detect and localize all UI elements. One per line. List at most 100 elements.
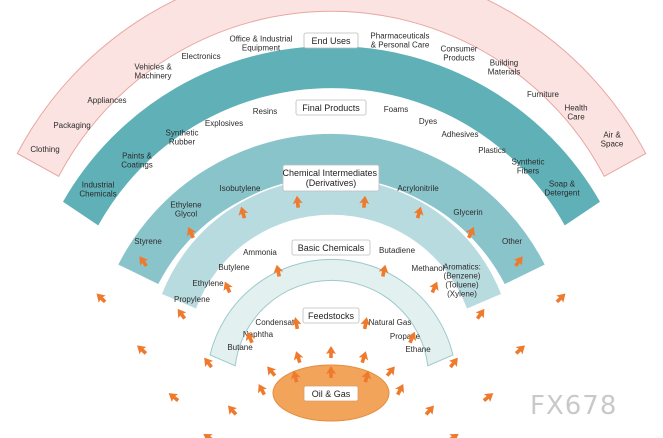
item-naphtha: Naphtha — [243, 330, 274, 339]
ring-title-intermediates: Chemical Intermediates (Derivatives) — [282, 164, 380, 192]
item-propylene-line: Propylene — [174, 295, 211, 304]
item-ethane: Ethane — [405, 345, 431, 354]
arrow-7 — [258, 384, 267, 396]
item-natural-gas-line: Natural Gas — [369, 318, 412, 327]
item-packaging-line: Packaging — [53, 121, 90, 130]
item-vehicles-line: Vehicles & — [134, 63, 172, 72]
arrow-38 — [513, 256, 523, 268]
item-building-line: Building — [490, 59, 518, 68]
title-box-intermediates — [282, 164, 380, 192]
ring-feedstocks-band — [209, 258, 454, 367]
arrow-12 — [424, 405, 435, 416]
item-ethylene: Ethylene — [192, 279, 224, 288]
item-propane-line: Propane — [390, 332, 421, 341]
item-clothing-line: Clothing — [30, 145, 59, 154]
item-industrial-line: Industrial — [82, 181, 115, 190]
item-butylene-line: Butylene — [218, 263, 250, 272]
arrow-6 — [227, 405, 238, 416]
ring-final-products — [61, 44, 602, 228]
arrow-36 — [413, 206, 424, 219]
arrow-37 — [465, 226, 475, 239]
title-feedstocks: Feedstocks — [308, 311, 355, 321]
item-ethylene-line: Ethylene — [170, 201, 202, 210]
item-vehicles: Vehicles &Machinery — [134, 63, 172, 81]
arrow-22 — [137, 345, 148, 355]
item-aromatics-line: (Benzene) — [444, 272, 481, 281]
arrow-27 — [429, 281, 439, 294]
item-pharmaceuticals-line: Pharmaceuticals — [370, 32, 429, 41]
arrow-4 — [385, 366, 395, 377]
title-box-end-uses — [303, 32, 359, 49]
arrow-3 — [358, 351, 369, 364]
item-consumer-line: Consumer — [441, 45, 478, 54]
arrow-16 — [245, 331, 256, 344]
watermark: FX678 — [530, 391, 617, 421]
arrow-0 — [267, 366, 277, 377]
item-office-industrial-line: Office & Industrial — [230, 35, 293, 44]
arrow-39 — [555, 293, 566, 304]
item-condensate-line: Condensate — [255, 318, 299, 327]
item-foams: Foams — [384, 105, 408, 114]
item-condensate: Condensate — [255, 318, 299, 327]
item-synthetic-line: Rubber — [169, 138, 196, 147]
item-butane: Butane — [227, 343, 253, 352]
ring-title-feedstocks: Feedstocks — [302, 307, 360, 324]
arrow-15 — [204, 357, 214, 369]
ring-feedstocks — [209, 258, 454, 367]
item-office-industrial-line: Equipment — [242, 44, 281, 53]
title-box-feedstocks — [302, 307, 360, 324]
item-air-line: Space — [601, 140, 624, 149]
item-dyes-line: Dyes — [419, 117, 437, 126]
arrow-19 — [406, 331, 417, 344]
arrow-8 — [290, 370, 301, 383]
item-butylene: Butylene — [218, 263, 250, 272]
arrow-32 — [187, 226, 197, 239]
item-glycerin: Glycerin — [453, 208, 482, 217]
item-health-line: Health — [564, 104, 587, 113]
arrow-21 — [482, 393, 494, 403]
item-butane-line: Butane — [227, 343, 253, 352]
ring-end-uses-band — [16, 0, 647, 177]
item-methanol-line: Methanol — [412, 264, 445, 273]
item-resins-line: Resins — [253, 107, 277, 116]
item-health-line: Care — [567, 113, 585, 122]
item-synthetic-line: Fibers — [517, 167, 539, 176]
item-electronics-line: Electronics — [181, 52, 220, 61]
item-synthetic-line: Synthetic — [166, 129, 199, 138]
item-other: Other — [502, 237, 522, 246]
item-methanol: Methanol — [412, 264, 445, 273]
title-intermediates-line-2: (Derivatives) — [306, 178, 357, 188]
item-ethylene-line: Ethylene — [192, 279, 224, 288]
item-aromatics-line: (Toluene) — [445, 281, 479, 290]
arrow-26 — [378, 264, 389, 277]
item-ethylene-line: Glycol — [175, 210, 197, 219]
item-packaging: Packaging — [53, 121, 90, 130]
item-natural-gas: Natural Gas — [369, 318, 412, 327]
arrow-30 — [96, 293, 107, 304]
item-foams-line: Foams — [384, 105, 408, 114]
item-pharmaceuticals: Pharmaceuticals& Personal Care — [370, 32, 429, 50]
item-industrial-line: Chemicals — [79, 190, 116, 199]
core-label-box — [303, 385, 359, 402]
item-adhesives: Adhesives — [442, 130, 479, 139]
title-intermediates: Chemical Intermediates (Derivatives) — [282, 168, 379, 188]
item-propylene: Propylene — [174, 295, 211, 304]
item-dyes: Dyes — [419, 117, 437, 126]
item-clothing: Clothing — [30, 145, 59, 154]
ring-final-products-band — [61, 44, 602, 228]
item-ethane-line: Ethane — [405, 345, 431, 354]
arrow-1 — [293, 351, 304, 364]
item-plastics: Plastics — [478, 146, 506, 155]
item-aromatics-line: Aromatics: — [443, 263, 481, 272]
core-label: Oil & Gas — [312, 389, 351, 399]
item-other-line: Other — [502, 237, 522, 246]
item-consumer-line: Products — [443, 54, 475, 63]
arrow-5 — [203, 433, 215, 438]
